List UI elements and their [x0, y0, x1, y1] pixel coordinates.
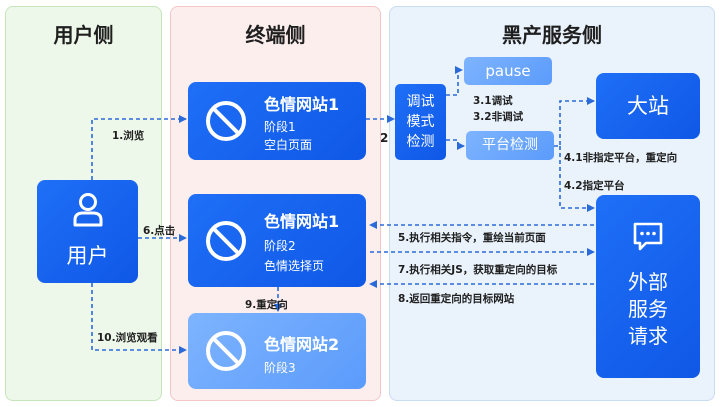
- site-title: 色情网站1: [264, 95, 340, 114]
- site-stage: 阶段1: [264, 120, 296, 134]
- edge-label-click: 6.点击: [143, 225, 176, 237]
- edge-label-redirect: 9.重定向: [245, 299, 288, 311]
- external-line-3: 请求: [628, 324, 668, 348]
- debug-line-1: 调试: [406, 94, 435, 110]
- site-card-3: 色情网站2 阶段3: [188, 313, 366, 389]
- big-site-node: 大站: [596, 73, 700, 139]
- user-node: 用户: [37, 180, 138, 283]
- edge-label-execute-js: 7.执行相关JS，获取重定向的目标: [398, 264, 558, 276]
- site-card-1: 色情网站1 阶段1 空白页面: [188, 82, 366, 160]
- debug-line-2: 模式: [406, 114, 435, 130]
- edge-label-execute-cmd: 5.执行相关指令，重绘当前页面: [398, 232, 546, 244]
- debug-line-3: 检测: [406, 134, 435, 150]
- platform-check-node: 平台检测: [466, 131, 554, 160]
- site-card-2: 色情网站1 阶段2 色情选择页: [188, 194, 366, 287]
- site-desc: 空白页面: [264, 138, 313, 152]
- edge-label-nondebug: 3.2非调试: [473, 111, 524, 123]
- edge-label-step2: 2: [380, 131, 389, 145]
- pause-node: pause: [464, 57, 552, 85]
- debug-mode-node: 调试 模式 检测: [395, 84, 446, 160]
- external-line-1: 外部: [628, 270, 668, 294]
- edge-label-platform: 4.2指定平台: [564, 180, 625, 192]
- terminal-panel-title: 终端侧: [245, 23, 306, 47]
- edge-label-watch: 10.浏览观看: [97, 332, 158, 344]
- site-title: 色情网站1: [264, 212, 340, 231]
- ban-icon: [204, 219, 248, 263]
- external-line-2: 服务: [628, 297, 668, 321]
- edge-label-browse: 1.浏览: [112, 130, 145, 142]
- site-title: 色情网站2: [264, 335, 340, 354]
- user-icon: [72, 192, 104, 228]
- user-panel-title: 用户侧: [53, 23, 114, 47]
- site-stage: 阶段2: [264, 239, 296, 253]
- ban-icon: [204, 329, 248, 373]
- edge-label-return-target: 8.返回重定向的目标网站: [398, 293, 515, 305]
- site-desc: 色情选择页: [264, 259, 325, 273]
- ban-icon: [204, 99, 248, 143]
- chat-icon: [632, 221, 664, 253]
- site-stage: 阶段3: [264, 361, 296, 375]
- user-label: 用户: [66, 244, 109, 268]
- external-service-node: 外部 服务 请求: [596, 195, 700, 378]
- edge-label-nonplatform: 4.1非指定平台，重定向: [564, 152, 678, 164]
- edge-label-debug: 3.1调试: [473, 95, 513, 107]
- blackmarket-panel-title: 黑产服务侧: [502, 23, 602, 47]
